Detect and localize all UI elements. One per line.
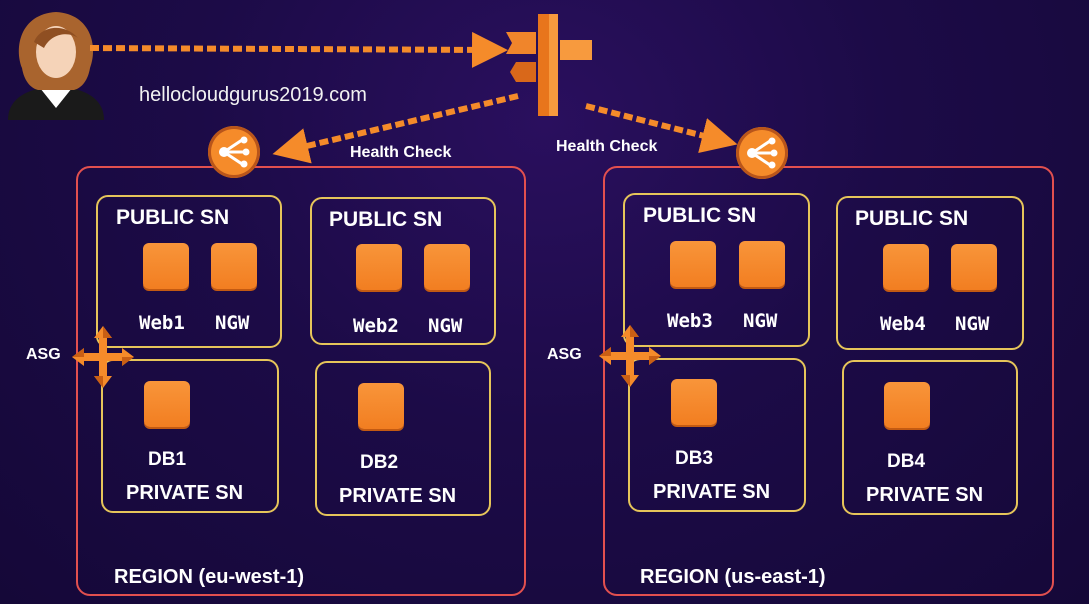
- ngw3-label: NGW: [743, 310, 778, 332]
- ngw1-instance-icon[interactable]: [211, 243, 257, 289]
- db2-instance-icon[interactable]: [358, 383, 404, 429]
- private-subnet-label: PRIVATE SN: [866, 484, 984, 506]
- region-eu-west-1: [76, 166, 526, 596]
- web2-instance-icon[interactable]: [356, 244, 402, 290]
- db4-label: DB4: [887, 451, 926, 472]
- route53-signpost-icon[interactable]: [506, 14, 596, 116]
- asg-label: ASG: [26, 346, 61, 363]
- public-subnet-label: PUBLIC SN: [116, 206, 230, 229]
- region-label: REGION (eu-west-1): [114, 566, 305, 588]
- domain-name: hellocloudgurus2019.com: [139, 84, 367, 106]
- user-avatar-icon: [8, 12, 104, 120]
- arrow-user-to-dns: [89, 31, 508, 68]
- db3-label: DB3: [675, 448, 714, 469]
- load-balancer-icon[interactable]: [736, 127, 788, 179]
- private-subnet-1: [101, 359, 279, 513]
- web3-instance-icon[interactable]: [670, 241, 716, 287]
- public-subnet-label: PUBLIC SN: [643, 204, 757, 227]
- ngw3-instance-icon[interactable]: [739, 241, 785, 287]
- arrow-dns-to-elb-left: [272, 93, 519, 164]
- ngw2-instance-icon[interactable]: [424, 244, 470, 290]
- ngw1-label: NGW: [215, 312, 250, 334]
- web1-label: Web1: [139, 312, 185, 334]
- load-balancer-icon[interactable]: [208, 126, 260, 178]
- public-subnet-1: [96, 195, 282, 348]
- private-subnet-label: PRIVATE SN: [653, 481, 771, 503]
- db4-instance-icon[interactable]: [884, 382, 930, 428]
- db1-label: DB1: [148, 449, 187, 470]
- asg-label: ASG: [547, 346, 582, 363]
- public-subnet-label: PUBLIC SN: [329, 208, 443, 231]
- public-subnet-4: [836, 196, 1024, 350]
- private-subnet-4: [842, 360, 1018, 515]
- health-check-label-left: Health Check: [350, 144, 452, 161]
- db3-instance-icon[interactable]: [671, 379, 717, 425]
- public-subnet-3: [623, 193, 810, 347]
- db1-instance-icon[interactable]: [144, 381, 190, 427]
- auto-scaling-icon[interactable]: [597, 323, 663, 389]
- public-subnet-2: [310, 197, 496, 345]
- region-us-east-1: [603, 166, 1054, 596]
- private-subnet-label: PRIVATE SN: [126, 482, 244, 504]
- auto-scaling-icon[interactable]: [70, 324, 136, 390]
- web4-instance-icon[interactable]: [883, 244, 929, 290]
- private-subnet-2: [315, 361, 491, 516]
- public-subnet-label: PUBLIC SN: [855, 207, 969, 230]
- web1-instance-icon[interactable]: [143, 243, 189, 289]
- ngw4-label: NGW: [955, 313, 990, 335]
- web2-label: Web2: [353, 315, 399, 337]
- ngw4-instance-icon[interactable]: [951, 244, 997, 290]
- private-subnet-label: PRIVATE SN: [339, 485, 457, 507]
- web3-label: Web3: [667, 310, 713, 332]
- private-subnet-3: [628, 358, 806, 512]
- web4-label: Web4: [880, 313, 926, 335]
- ngw2-label: NGW: [428, 315, 463, 337]
- arrow-dns-to-elb-right: [585, 103, 738, 154]
- db2-label: DB2: [360, 452, 399, 473]
- region-label: REGION (us-east-1): [640, 566, 826, 588]
- health-check-label-right: Health Check: [556, 138, 658, 155]
